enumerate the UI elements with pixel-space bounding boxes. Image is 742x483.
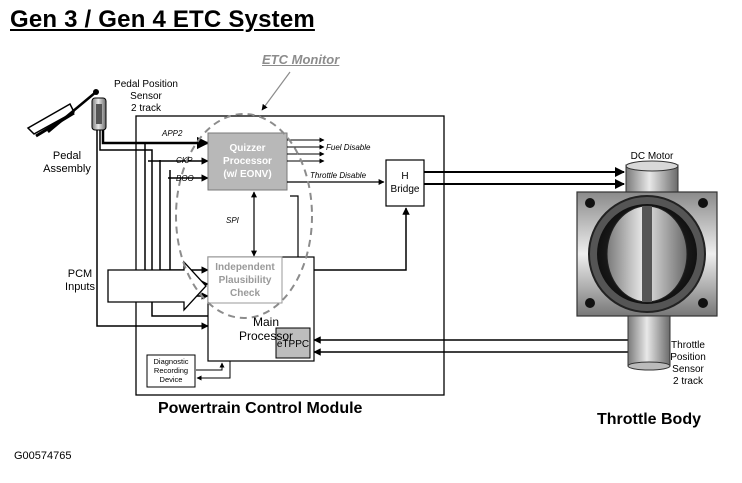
pcm-box [135,115,445,396]
app2-signal-label: APP2 [162,129,183,138]
pedal-assembly-graphic [26,89,99,138]
throttle-body-title: Throttle Body [597,411,701,428]
diagnostic-device-label: Diagnostic Recording Device [153,357,189,384]
pcm-inputs-label: PCM Inputs [65,268,95,293]
spi-signal-label: SPI [226,216,239,225]
plausibility-check-box [207,256,283,304]
dc-motor-label: DC Motor [630,151,674,162]
plausibility-check-label: Independent Plausibility Check [215,262,275,299]
boo-signal-label: BOO [176,174,194,183]
pedal-assembly-label: Pedal Assembly [43,150,91,175]
etc-monitor-boundary [175,113,313,319]
etppc-label: eTPPC [276,339,310,350]
ckp-signal-label: CKP [176,156,193,165]
quizzer-processor-label: Quizzer Processor (w/ EONV) [223,143,272,180]
etppc-box [275,327,311,359]
etc-monitor-pointer [261,71,291,111]
main-to-quizzer-wire [290,195,299,257]
throttle-disable-label: Throttle Disable [310,171,367,180]
throttle-body-graphic [576,160,718,371]
diagnostic-wires [196,361,231,381]
pcm-title: Powertrain Control Module [158,400,363,417]
h-bridge-label: H Bridge [390,171,420,195]
etc-monitor-label: ETC Monitor [262,52,340,67]
fuel-disable-label: Fuel Disable [326,143,371,152]
pcm-inputs-arrow [107,260,207,312]
pedal-sensor-graphic [91,97,107,131]
h-bridge-box [385,159,425,207]
diagnostic-device-box [146,354,196,388]
hbridge-to-motor-wires [424,167,625,189]
tps-label: Throttle Position Sensor 2 track [670,340,706,387]
tps-feedback-wires [313,336,630,356]
fuel-disable-arrows [287,137,325,164]
page-title: Gen 3 / Gen 4 ETC System [10,6,315,33]
main-processor-label: Main Processor [238,315,294,343]
figure-id: G00574765 [14,450,72,462]
main-to-hbridge-wire [314,207,410,271]
pedal-sensor-label: Pedal Position Sensor 2 track [114,79,178,114]
